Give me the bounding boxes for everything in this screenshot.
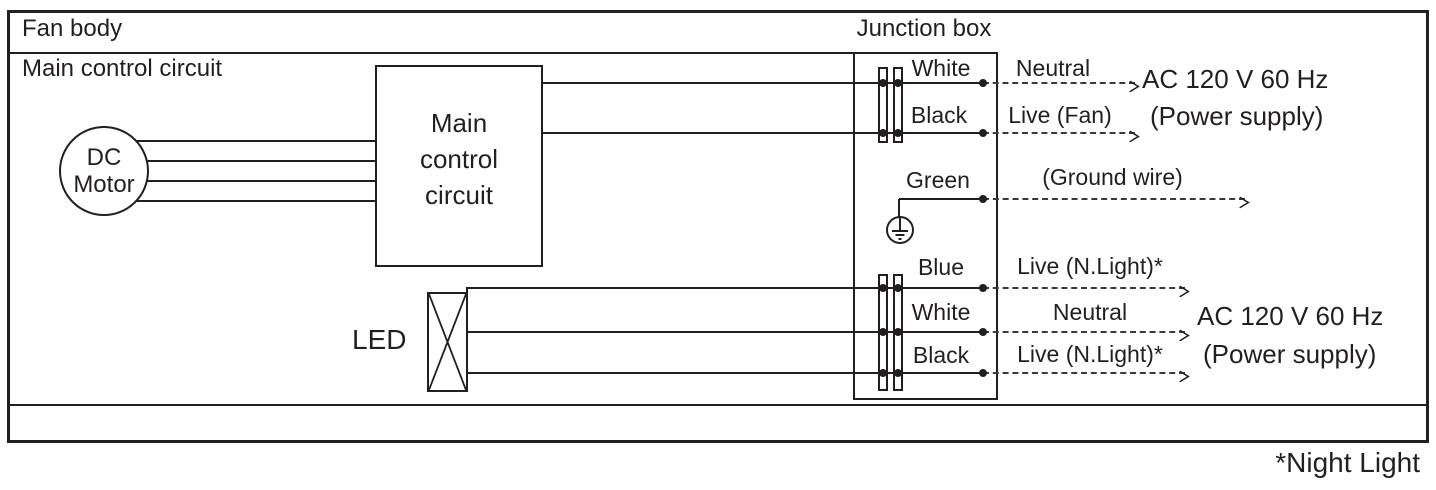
fan-wire-function-live: Live (Fan) [1008, 102, 1112, 128]
led-symbol [427, 292, 468, 392]
fan-wire-color-black: Black [910, 102, 968, 128]
dc-motor-label-line2: Motor [73, 171, 135, 198]
led-cross-icon [428, 293, 467, 391]
fan-wire-color-white: White [911, 55, 971, 81]
fan-supply-line2: (Power supply) [1150, 101, 1324, 131]
connection-dot [894, 129, 902, 137]
nl-supply-line1: AC 120 V 60 Hz [1197, 301, 1384, 331]
fan-white-wire [543, 82, 983, 84]
neutral-fan-arrow [983, 82, 1135, 84]
neutral-night-light-arrow [983, 331, 1185, 333]
motor-wire-3 [104, 180, 375, 182]
fan-supply-line1: AC 120 V 60 Hz [1142, 64, 1329, 94]
main-control-area-title: Main control circuit [22, 55, 223, 82]
connection-dot [894, 79, 902, 87]
connection-dot [879, 328, 887, 336]
led-label: LED [352, 324, 407, 355]
fan-body-header-divider [7, 52, 998, 54]
motor-wire-4 [104, 200, 375, 202]
connection-dot [879, 79, 887, 87]
nl-wire-color-black: Black [912, 342, 970, 368]
fan-body-title: Fan body [22, 15, 123, 42]
nl-supply-line2: (Power supply) [1203, 339, 1377, 369]
connection-dot [879, 284, 887, 292]
fan-black-wire [543, 132, 983, 134]
motor-wire-2 [104, 160, 375, 162]
earth-icon [892, 218, 908, 240]
nl-wire-function-live1: Live (N.Light)* [1017, 253, 1163, 279]
connection-dot [979, 284, 987, 292]
nl-wire-color-blue: Blue [917, 254, 965, 280]
connection-dot [894, 284, 902, 292]
mcc-label-line3: circuit [425, 180, 493, 210]
mcc-label-line1: Main [430, 108, 488, 138]
connection-dot [979, 328, 987, 336]
live-night-light-arrow-2 [983, 372, 1185, 374]
connection-dot [979, 79, 987, 87]
live-night-light-arrow-1 [983, 287, 1185, 289]
led-black-wire [468, 372, 983, 374]
led-white-wire [468, 331, 983, 333]
night-light-footnote: *Night Light [1275, 447, 1420, 478]
connection-dot [979, 129, 987, 137]
led-blue-wire [466, 287, 983, 289]
ground-wire-color: Green [906, 167, 970, 193]
nl-wire-color-white: White [911, 299, 971, 325]
mcc-label-line2: control [419, 144, 499, 174]
junction-box-title: Junction box [856, 15, 992, 42]
connection-dot [894, 369, 902, 377]
fan-connector-bar-left [878, 67, 888, 143]
connection-dot [979, 195, 987, 203]
fan-body-outline [7, 10, 1429, 443]
fan-connector-bar-right [893, 67, 903, 143]
connection-dot [879, 369, 887, 377]
connection-dot [979, 369, 987, 377]
dc-motor-symbol: DC Motor [59, 126, 149, 216]
nl-wire-function-neutral: Neutral [1052, 299, 1128, 325]
fan-wire-function-neutral: Neutral [1015, 55, 1091, 81]
main-control-circuit-box: Main control circuit [375, 65, 543, 267]
fan-body-bottom-divider [7, 404, 1429, 406]
ground-symbol [886, 216, 914, 244]
led-blue-wire-stub [466, 287, 468, 294]
ground-wire-horizontal [899, 198, 983, 200]
live-fan-arrow [983, 132, 1135, 134]
nl-wire-function-live2: Live (N.Light)* [1017, 341, 1163, 367]
dc-motor-label-line1: DC [86, 144, 122, 171]
ground-wire-stub [898, 199, 900, 217]
motor-wire-1 [104, 140, 375, 142]
ground-wire-function: (Ground wire) [1042, 164, 1183, 190]
junction-box-outline [853, 52, 998, 400]
connection-dot [879, 129, 887, 137]
connection-dot [894, 328, 902, 336]
ground-arrow [983, 198, 1245, 200]
